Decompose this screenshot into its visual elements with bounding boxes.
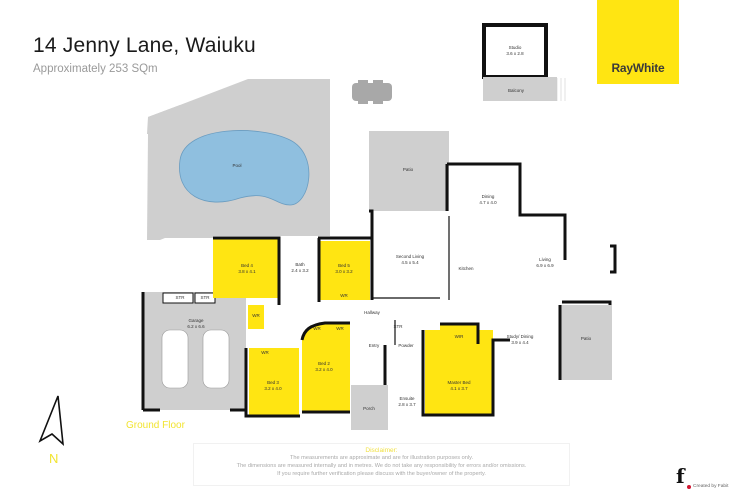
- bed4-area: [213, 238, 279, 298]
- patio-top-area: [369, 131, 449, 211]
- wr-bed3-label: WR: [261, 350, 269, 355]
- raywhite-logo-text: RayWhite: [611, 61, 665, 75]
- porch-area: [351, 385, 388, 430]
- studio-area: [482, 23, 548, 79]
- bed3-area: [249, 348, 299, 416]
- str2-label: STR: [200, 295, 210, 300]
- property-address: 14 Jenny Lane, Waiuku: [33, 34, 256, 57]
- bed2-area: [302, 323, 350, 412]
- wr-bed2a-label: WR: [313, 326, 321, 331]
- wr-bed2b-label: WR: [336, 326, 344, 331]
- outdoor-table-icon: [352, 80, 392, 104]
- disclaimer-line-3: If you require further verification plea…: [277, 471, 486, 477]
- fabit-logo-icon: f: [676, 464, 685, 488]
- pool-label: Pool: [232, 163, 242, 168]
- str3-label: STR: [393, 324, 403, 329]
- wir-area: [440, 324, 478, 344]
- bed5-area: [319, 241, 370, 300]
- disclaimer-line-2: The dimensions are measured internally a…: [236, 463, 527, 469]
- balcony-area: [483, 77, 557, 101]
- wr-bed4-area: [248, 305, 264, 329]
- patio-top-label: Patio: [402, 167, 414, 172]
- garage-area: [143, 292, 246, 410]
- powder-label: Powder: [398, 343, 414, 348]
- floor-label: Ground Floor: [126, 420, 185, 431]
- balcony-label: Balcony: [507, 88, 525, 93]
- north-arrow-icon: [38, 395, 65, 446]
- wr-bed5-label: WR: [340, 293, 348, 298]
- north-label: N: [49, 451, 59, 466]
- wir-label: WIR: [454, 334, 464, 339]
- str1-label: STR: [175, 295, 185, 300]
- credit-text: Created by Fabit: [693, 484, 729, 489]
- disclaimer-heading: Disclaimer:: [365, 447, 398, 454]
- disclaimer-line-1: The measurements are approximate and are…: [289, 455, 474, 461]
- fabit-logo-dot: [687, 485, 691, 489]
- kitchen-label: Kitchen: [458, 266, 474, 271]
- car-icon: [161, 329, 230, 389]
- disclaimer-box: Disclaimer: The measurements are approxi…: [193, 443, 570, 486]
- raywhite-logo: RayWhite: [597, 0, 679, 84]
- entry-label: Entry: [368, 343, 380, 348]
- hallway-label: Hallway: [364, 310, 380, 315]
- pool: [179, 130, 310, 206]
- str-1: [162, 292, 194, 304]
- patio-right-label: Patio: [580, 336, 592, 341]
- wr-bed4-label: WR: [252, 313, 260, 318]
- patio-right-area: [560, 305, 612, 380]
- property-area: Approximately 253 SQm: [33, 63, 158, 75]
- porch-label: Porch: [363, 406, 375, 411]
